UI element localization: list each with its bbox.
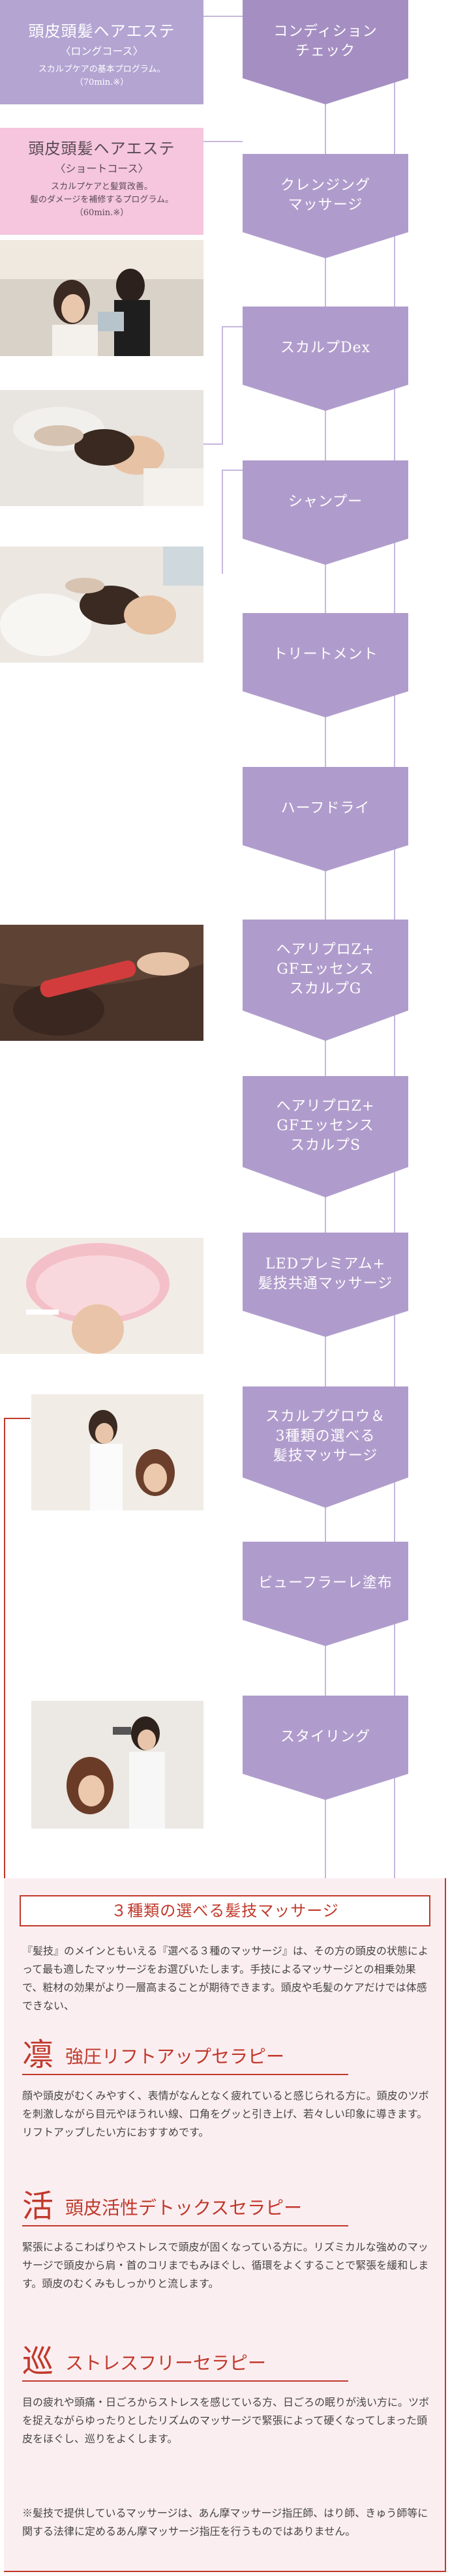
therapy-heading: 凛 強圧リフトアップセラピー bbox=[22, 2039, 348, 2075]
therapy-kanji: 活 bbox=[22, 2188, 54, 2224]
therapy-description: 緊張によるこわばりやストレスで頭皮が固くなっている方に。リズミカルな強めのマッサ… bbox=[22, 2241, 429, 2290]
short-course-duration: （60min.※） bbox=[74, 208, 129, 218]
therapy-detox: 活 頭皮活性デトックスセラピー 緊張によるこわばりやストレスで頭皮が固くなってい… bbox=[22, 2190, 429, 2293]
connector-photo-1b bbox=[203, 443, 223, 445]
step-half-dry: ハーフドライ bbox=[243, 767, 408, 871]
therapy-heading: 活 頭皮活性デトックスセラピー bbox=[22, 2190, 348, 2226]
step-label: ハーフドライ bbox=[280, 800, 370, 816]
long-course-card: 頭皮頭髪ヘアエステ 〈ロングコース〉 スカルプケアの基本プログラム。 （70mi… bbox=[0, 0, 203, 104]
step-label: ヘアリプロZ+ GFエッセンス スカルプG bbox=[276, 942, 375, 997]
connector-photo-2 bbox=[222, 470, 223, 574]
step-label: シャンプー bbox=[288, 494, 363, 510]
step-styling: スタイリング bbox=[243, 1696, 408, 1800]
step-cleansing-massage: クレンジング マッサージ bbox=[243, 154, 408, 258]
photo-scalp-glow bbox=[31, 1394, 203, 1510]
therapy-lift-up: 凛 強圧リフトアップセラピー 顔や頭皮がむくみやすく、表情がなんとなく疲れている… bbox=[22, 2039, 429, 2142]
photo-hair-repro bbox=[0, 925, 203, 1041]
therapy-kanji: 巡 bbox=[22, 2343, 54, 2380]
connector-photo-1 bbox=[222, 326, 223, 443]
therapy-name: 強圧リフトアップセラピー bbox=[65, 2046, 285, 2067]
step-shampoo: シャンプー bbox=[243, 460, 408, 565]
short-course-subtitle: 〈ショートコース〉 bbox=[55, 162, 149, 175]
step-label: ヘアリプロZ+ GFエッセンス スカルプS bbox=[276, 1098, 375, 1154]
short-course-description-1: スカルプケアと髪質改善。 bbox=[51, 182, 153, 192]
step-hair-repro-g: ヘアリプロZ+ GFエッセンス スカルプG bbox=[243, 920, 408, 1041]
step-label: スカルプグロウ＆ 3種類の選べる 髪技マッサージ bbox=[265, 1409, 385, 1464]
step-label: ビューフラーレ塗布 bbox=[258, 1575, 393, 1591]
short-course-description-2: 髪のダメージを補修するプログラム。 bbox=[30, 195, 173, 205]
step-scalp-dex: スカルプDex bbox=[243, 307, 408, 411]
photo-condition-check bbox=[0, 240, 203, 356]
photo-scalp-dex bbox=[0, 390, 203, 506]
photo-shampoo bbox=[0, 547, 203, 663]
therapy-description: 顔や頭皮がむくみやすく、表情がなんとなく疲れていると感じられる方に。頭皮のツボを… bbox=[22, 2089, 429, 2138]
connector-long bbox=[203, 16, 243, 17]
massage-note: ※髪技で提供しているマッサージは、あん摩マッサージ指圧師、はり師、きゅう師等に関… bbox=[22, 2507, 428, 2538]
step-label: スタイリング bbox=[280, 1729, 370, 1745]
step-led-premium: LEDプレミアム+ 髪技共通マッサージ bbox=[243, 1233, 408, 1337]
step-label: トリートメント bbox=[273, 646, 378, 663]
short-course-card: 頭皮頭髪ヘアエステ 〈ショートコース〉 スカルプケアと髪質改善。 髪のダメージを… bbox=[0, 128, 203, 235]
connector-photo-1c bbox=[222, 326, 243, 327]
step-label: スカルプDex bbox=[280, 340, 371, 356]
connector-photo-2b bbox=[222, 470, 243, 471]
therapy-name: 頭皮活性デトックスセラピー bbox=[65, 2197, 303, 2219]
photo-styling bbox=[31, 1701, 203, 1829]
step-label: LEDプレミアム+ 髪技共通マッサージ bbox=[258, 1256, 393, 1292]
therapy-name: ストレスフリーセラピー bbox=[65, 2352, 267, 2374]
massage-frame-top bbox=[4, 1418, 30, 1419]
connector-short bbox=[203, 141, 243, 142]
step-hair-repro-s: ヘアリプロZ+ GFエッセンス スカルプS bbox=[243, 1076, 408, 1197]
step-beauty-fullerene: ビューフラーレ塗布 bbox=[243, 1542, 408, 1646]
step-condition-check: コンディション チェック bbox=[243, 0, 408, 104]
step-label: コンディション チェック bbox=[273, 23, 378, 59]
therapy-heading: 巡 ストレスフリーセラピー bbox=[22, 2345, 348, 2382]
long-course-title: 頭皮頭髪ヘアエステ bbox=[28, 22, 175, 40]
step-label: クレンジング マッサージ bbox=[280, 177, 370, 213]
massage-title: ３種類の選べる髪技マッサージ bbox=[20, 1895, 430, 1926]
step-treatment: トリートメント bbox=[243, 613, 408, 717]
long-course-subtitle: 〈ロングコース〉 bbox=[60, 45, 143, 57]
massage-intro: 『髪技』のメインともいえる『選べる３種のマッサージ』は、その方の頭皮の状態によっ… bbox=[22, 1945, 428, 2012]
therapy-stress-free: 巡 ストレスフリーセラピー 目の疲れや頭痛・日ごろからストレスを感じている方、日… bbox=[22, 2345, 429, 2448]
photo-led-premium bbox=[0, 1238, 203, 1354]
step-scalp-glow: スカルプグロウ＆ 3種類の選べる 髪技マッサージ bbox=[243, 1386, 408, 1508]
long-course-description: スカルプケアの基本プログラム。 bbox=[38, 65, 166, 74]
therapy-kanji: 凛 bbox=[22, 2037, 54, 2073]
long-course-duration: （70min.※） bbox=[74, 78, 129, 87]
short-course-title: 頭皮頭髪ヘアエステ bbox=[28, 140, 175, 158]
therapy-description: 目の疲れや頭痛・日ごろからストレスを感じている方、日ごろの眠りが浅い方に。ツボを… bbox=[22, 2396, 430, 2445]
